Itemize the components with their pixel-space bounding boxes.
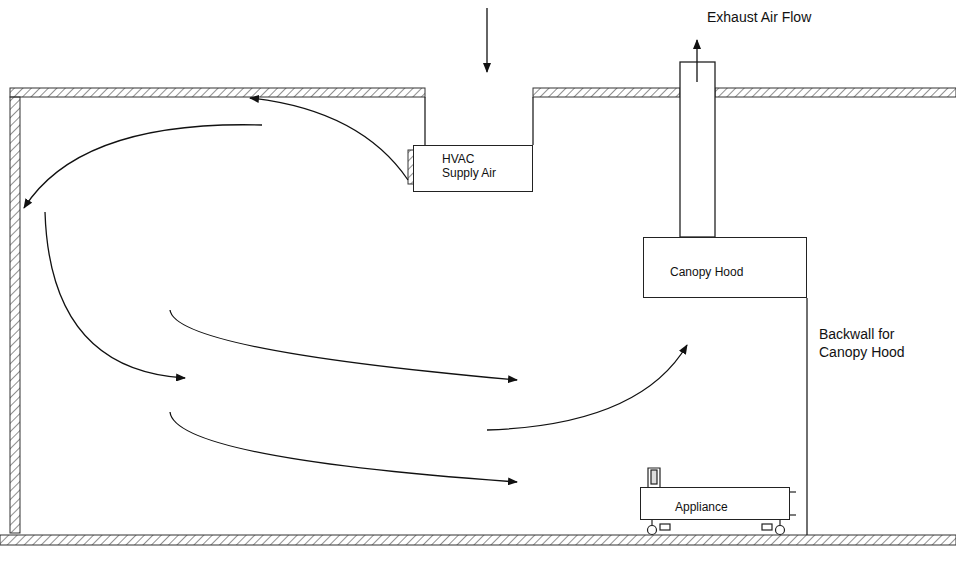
exhaust-duct	[680, 62, 715, 237]
supply-arrow	[486, 8, 487, 72]
exhaust-arrow	[696, 40, 697, 82]
floor	[0, 535, 956, 545]
ceiling	[533, 88, 680, 97]
recess-wall	[424, 97, 425, 145]
airflow-arrows	[24, 98, 687, 482]
left-wall	[10, 97, 20, 533]
ceiling	[10, 88, 425, 97]
hvac-supply-box: HVAC Supply Air	[413, 145, 533, 192]
airflow-arrow	[24, 125, 262, 208]
recess-wall	[532, 97, 533, 145]
backwall	[806, 298, 807, 535]
airflow-arrow	[45, 212, 185, 378]
node-text: Appliance	[675, 500, 728, 514]
node-text: HVAC Supply Air	[442, 152, 506, 181]
airflow-arrow	[170, 412, 517, 482]
airflow-arrow	[487, 345, 687, 430]
airflow-arrow	[250, 98, 408, 180]
flow-label: Exhaust Air Flow	[707, 8, 811, 26]
wall-label: Backwall for Canopy Hood	[819, 325, 923, 361]
appliance-body: Appliance	[640, 487, 790, 520]
node-text: Canopy Hood	[670, 265, 743, 279]
airflow-arrow	[170, 310, 517, 380]
canopy-hood: Canopy Hood	[643, 237, 807, 298]
ceiling	[715, 88, 956, 97]
